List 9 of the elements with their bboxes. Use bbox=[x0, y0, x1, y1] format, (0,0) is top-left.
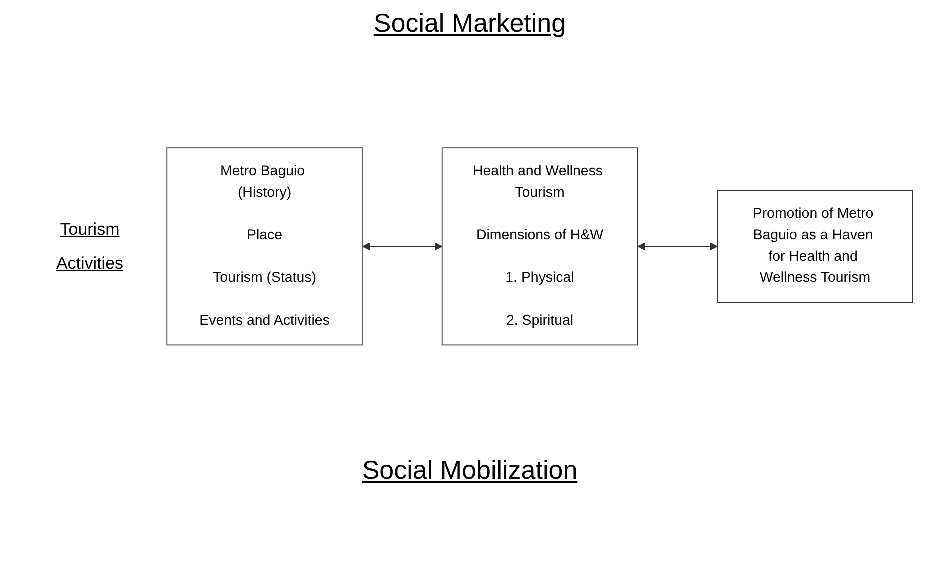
arrow bbox=[362, 243, 443, 251]
diagram-caption: Social Mobilization bbox=[361, 455, 579, 486]
node-box: Metro Baguio (History) Place Tourism (Status) Events and Activities bbox=[166, 148, 363, 346]
node-box: Promotion of Metro Baguio as a Haven for Health and Wellness Tourism bbox=[717, 190, 914, 304]
diagram-title: Social Marketing bbox=[372, 8, 568, 39]
arrow-label: Activities bbox=[56, 254, 124, 274]
arrow bbox=[638, 243, 718, 251]
arrow-label: Tourism bbox=[60, 220, 120, 240]
node-box: Health and Wellness Tourism Dimensions of H&W 1. Physical 2. Spiritual bbox=[442, 148, 638, 346]
